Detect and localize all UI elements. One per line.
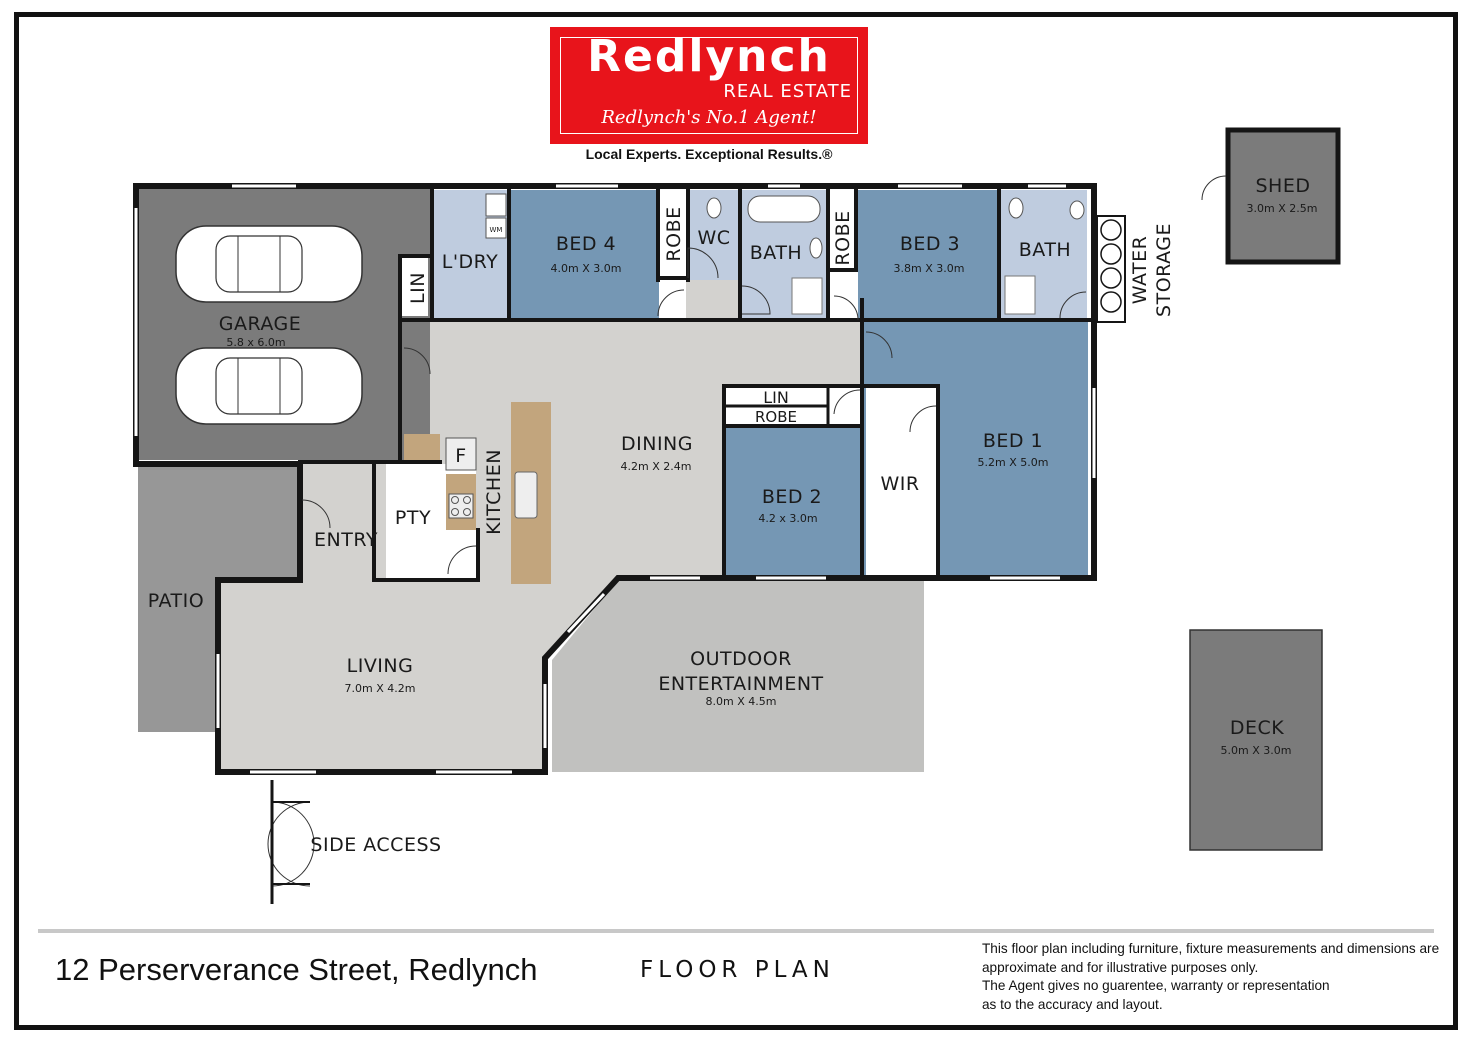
dining-label: DINING (621, 433, 693, 455)
wir-label: WIR (880, 473, 919, 495)
footer-rule (38, 929, 1434, 933)
living-label: LIVING (347, 655, 414, 677)
page-border (14, 12, 1458, 1030)
wir-floor (866, 388, 936, 576)
brand-tagline: Local Experts. Exceptional Results.® (585, 146, 833, 162)
shed-dims: 3.0m X 2.5m (1247, 202, 1318, 215)
wc-label: WC (697, 227, 730, 249)
hall-floor (686, 278, 742, 322)
bed2-dims: 4.2 x 3.0m (758, 512, 817, 525)
car (175, 225, 363, 303)
bed4-floor (511, 190, 659, 318)
deck (1189, 629, 1323, 851)
lin-hall-label: LIN (763, 388, 789, 407)
basin-main (809, 237, 823, 259)
water-tank (1100, 243, 1122, 265)
bed2-floor (726, 426, 862, 576)
shed-label: SHED (1256, 175, 1311, 197)
patio-label: PATIO (148, 590, 204, 612)
dining-dims: 4.2m X 2.4m (621, 460, 692, 473)
washing-machine-label: WM (490, 226, 503, 234)
document-title: FLOOR PLAN (640, 957, 835, 983)
entertainment-label: ENTERTAINMENT (658, 673, 823, 695)
bed3-dims: 3.8m X 3.0m (894, 262, 965, 275)
burner (463, 496, 471, 504)
shed (1225, 127, 1341, 265)
bed1-dims: 5.2m X 5.0m (978, 456, 1049, 469)
burner (451, 508, 459, 516)
bed1-label: BED 1 (983, 430, 1043, 452)
bed4-dims: 4.0m X 3.0m (551, 262, 622, 275)
lin-hall-cupboard (726, 388, 826, 406)
water-tank (1100, 291, 1122, 313)
fridge (445, 437, 477, 471)
laundry-tub (485, 193, 507, 217)
toilet-ensuite (1008, 197, 1024, 219)
cooktop (448, 493, 474, 519)
outdoor-label: OUTDOOR (690, 648, 792, 670)
burner (463, 508, 471, 516)
living-dims: 7.0m X 4.2m (345, 682, 416, 695)
kitchen-label: KITCHEN (483, 449, 505, 535)
bed4-label: BED 4 (556, 233, 616, 255)
bed2-label: BED 2 (762, 486, 822, 508)
brand-slogan: Redlynch's No.1 Agent! (601, 107, 817, 128)
garage-dims: 5.8 x 6.0m (226, 336, 285, 349)
pantry-label: PTY (395, 507, 431, 529)
water-label: WATER (1129, 236, 1151, 305)
disclaimer-line: The Agent gives no guarentee, warranty o… (982, 978, 1330, 993)
storage-label: STORAGE (1153, 223, 1175, 317)
kitchen-sink (514, 471, 538, 519)
property-address: 12 Perserverance Street, Redlynch (55, 952, 538, 987)
disclaimer-line: approximate and for illustrative purpose… (982, 959, 1259, 975)
side-access-label: SIDE ACCESS (310, 834, 441, 856)
outdoor-entertainment-area (552, 580, 924, 772)
kitchen-bench (404, 434, 440, 462)
shed-door (1201, 175, 1227, 201)
robe2-label: ROBE (755, 408, 797, 426)
shower-main (791, 277, 823, 315)
basin-ensuite (1069, 200, 1085, 220)
entry-label: ENTRY (314, 529, 378, 551)
outdoor-dims: 8.0m X 4.5m (706, 695, 777, 708)
deck-label: DECK (1230, 717, 1284, 739)
bed3-floor (858, 190, 998, 318)
garage-label: GARAGE (219, 313, 302, 335)
disclaimer-line: This floor plan including furniture, fix… (982, 941, 1440, 956)
shower-ensuite (1004, 275, 1036, 315)
lin-laundry-label: LIN (407, 272, 429, 304)
disclaimer-line: as to the accuracy and layout. (982, 996, 1163, 1012)
toilet-wc (706, 197, 722, 219)
deck-dims: 5.0m X 3.0m (1221, 744, 1292, 757)
bath-main-label: BATH (750, 242, 802, 264)
bathtub (747, 195, 821, 223)
robe4-cupboard (660, 192, 686, 276)
brand-name: Redlynch (587, 31, 831, 82)
robe3-label: ROBE (832, 210, 854, 265)
robe3-cupboard (829, 192, 855, 268)
doors (267, 247, 1087, 887)
disclaimer: This floor plan including furniture, fix… (982, 940, 1452, 1014)
brand-subtitle: REAL ESTATE (719, 81, 856, 102)
robe4-label: ROBE (663, 206, 685, 261)
water-tank (1100, 219, 1122, 241)
bath-ensuite-label: BATH (1019, 239, 1071, 261)
patio-area (138, 465, 300, 732)
washing-machine (485, 217, 507, 239)
water-tank (1100, 267, 1122, 289)
laundry-label: L'DRY (442, 251, 499, 273)
lin-laundry-cupboard (402, 258, 428, 316)
burner (451, 496, 459, 504)
brand-logo: Redlynch REAL ESTATE Redlynch's No.1 Age… (550, 27, 868, 144)
car (175, 347, 363, 425)
windows (134, 184, 1096, 774)
fridge-label: F (455, 445, 466, 467)
robe2-cupboard (726, 408, 826, 424)
bed3-label: BED 3 (900, 233, 960, 255)
logo-border (560, 37, 858, 134)
